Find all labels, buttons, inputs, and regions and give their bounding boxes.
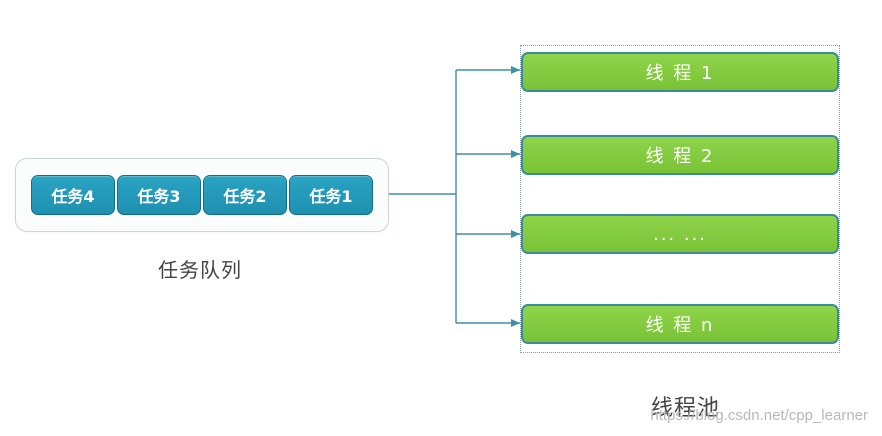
task-queue-caption: 任务队列: [158, 258, 242, 282]
thread-pool-outline: [520, 45, 840, 353]
watermark-url: https://blog.csdn.net/cpp_learner: [650, 407, 868, 424]
thread-n: 线 程 n: [521, 304, 839, 344]
thread-2: 线 程 2: [521, 135, 839, 175]
task-1: 任务1: [289, 175, 373, 215]
thread-pool-caption: 线程池: [651, 396, 721, 421]
thread-1: 线 程 1: [521, 52, 839, 92]
task-4: 任务4: [31, 175, 115, 215]
task-queue: 任务4 任务3 任务2 任务1: [31, 175, 373, 215]
thread-ellipsis: ... ...: [521, 214, 839, 254]
task-2: 任务2: [203, 175, 287, 215]
task-3: 任务3: [117, 175, 201, 215]
